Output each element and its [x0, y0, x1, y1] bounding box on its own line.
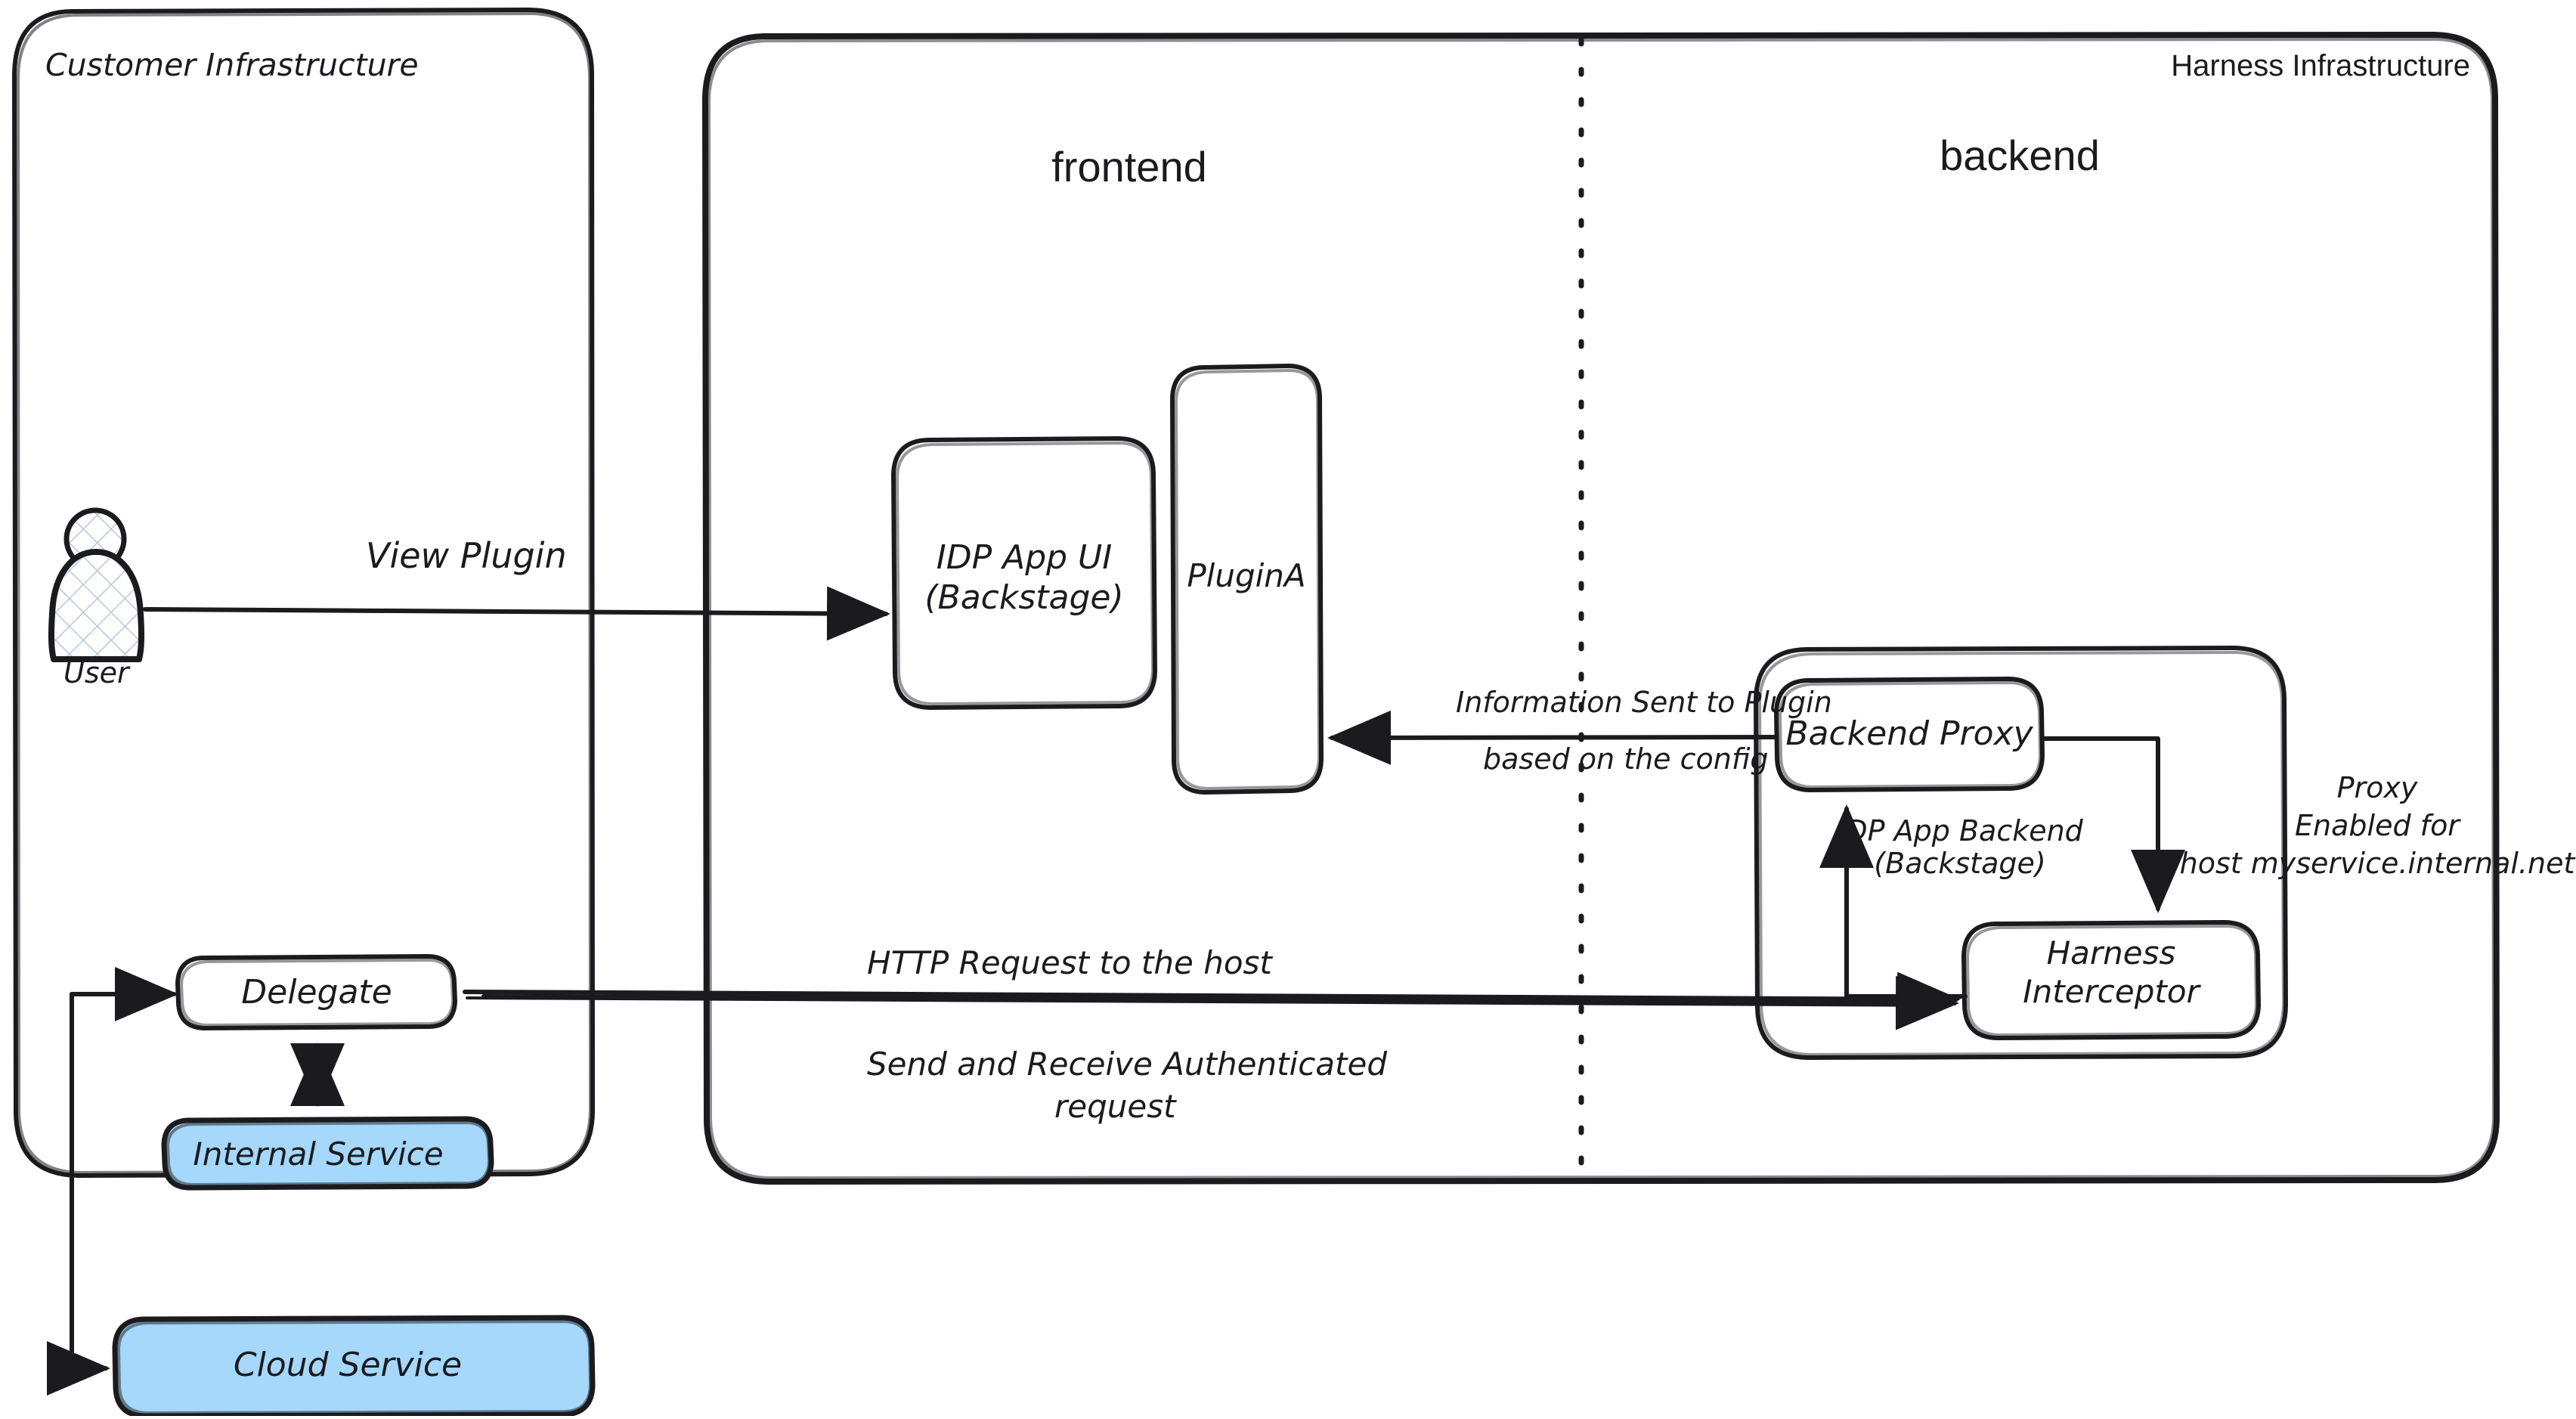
harness-infrastructure-container: Harness Infrastructure	[702, 32, 2500, 1185]
user-person-icon	[48, 507, 145, 662]
edge-view-plugin: View Plugin	[143, 535, 890, 641]
user-label: User	[63, 656, 131, 689]
backend-heading: backend	[1940, 132, 2100, 179]
node-delegate: Delegate	[175, 954, 457, 1030]
node-idp-app-ui: IDP App UI (Backstage)	[891, 436, 1157, 710]
edge-http-request: HTTP Request to the host Send and Receiv…	[463, 944, 1961, 1125]
node-idp-app-ui-line2: (Backstage)	[924, 578, 1123, 617]
node-harness-interceptor-line2: Interceptor	[2023, 973, 2201, 1010]
harness-infrastructure-label: Harness Infrastructure	[2171, 49, 2470, 82]
node-harness-interceptor: Harness Interceptor	[1961, 920, 2261, 1040]
edge-view-plugin-label: View Plugin	[366, 535, 567, 576]
node-backend-proxy-label: Backend Proxy	[1785, 714, 2033, 753]
edge-delegate-cloud-service	[47, 967, 178, 1396]
node-harness-interceptor-line1: Harness	[2047, 934, 2176, 971]
node-internal-service-label: Internal Service	[193, 1136, 443, 1173]
edge-send-receive-line2: request	[1054, 1088, 1177, 1125]
node-cloud-service-label: Cloud Service	[234, 1346, 462, 1384]
edge-send-receive-line1: Send and Receive Authenticated	[867, 1046, 1387, 1083]
node-plugin-a-label: PluginA	[1187, 557, 1305, 594]
annotation-proxy-enabled: Proxy Enabled for host myservice.interna…	[2180, 771, 2576, 880]
node-plugin-a: PluginA	[1170, 364, 1324, 795]
frontend-heading: frontend	[1051, 143, 1207, 191]
annotation-proxy-enabled-line2: Enabled for	[2295, 809, 2461, 842]
node-delegate-label: Delegate	[241, 973, 392, 1012]
edge-information-sent-line2: based on the config	[1483, 742, 1769, 776]
customer-infrastructure-container: Customer Infrastructure	[12, 8, 595, 1178]
edge-http-request-label: HTTP Request to the host	[867, 944, 1273, 981]
customer-infrastructure-label: Customer Infrastructure	[45, 47, 419, 83]
annotation-proxy-enabled-line3: host myservice.internal.net	[2180, 847, 2576, 880]
idp-app-backend-container: IDP App Backend (Backstage)	[1754, 646, 2288, 1060]
edge-information-sent: Information Sent to Plugin based on the …	[1327, 686, 1832, 776]
edge-information-sent-line1: Information Sent to Plugin	[1456, 686, 1832, 719]
node-idp-app-ui-line1: IDP App UI	[937, 538, 1113, 577]
user-actor: User	[48, 507, 145, 689]
node-internal-service: Internal Service	[161, 1116, 494, 1191]
annotation-proxy-enabled-line1: Proxy	[2337, 771, 2418, 804]
idp-app-backend-label-line1: IDP App Backend	[1837, 814, 2083, 847]
node-backend-proxy: Backend Proxy	[1774, 677, 2045, 792]
edge-proxy-to-interceptor	[2041, 736, 2185, 913]
node-cloud-service: Cloud Service	[112, 1315, 596, 1419]
idp-app-backend-label-line2: (Backstage)	[1874, 847, 2045, 880]
